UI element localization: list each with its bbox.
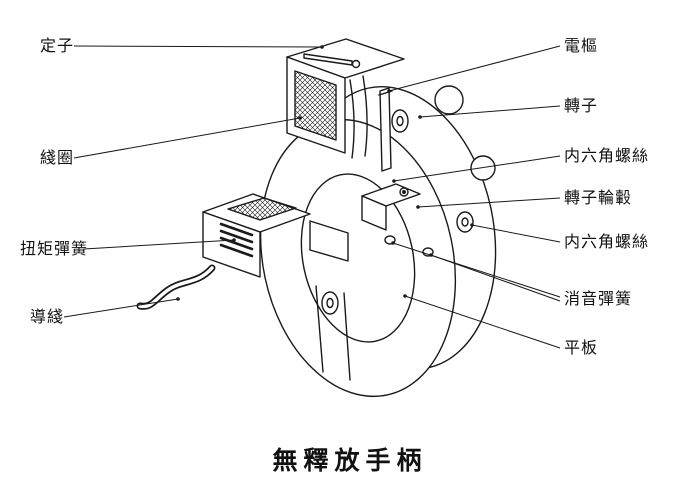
leader-damping-2 [430,254,561,302]
rim-notch-top [434,85,464,115]
spring-window [227,197,297,221]
inner-bore [300,173,416,343]
label-rotor: 轉子 [564,96,599,115]
label-hex-screw-lower: 内六角螺絲 [564,232,650,251]
leader-damping-1 [392,242,561,298]
bottom-hole-inner [326,297,334,309]
label-lead-wire: 導綫 [30,307,65,326]
rotor-edge [362,75,368,157]
diagram-title: 無釋放手柄 [272,446,428,475]
coil-window [294,70,337,141]
leader-hex-screw-upper [393,155,561,182]
label-damping-spring: 消音彈簧 [564,289,633,308]
leader-hex-screw-lower [471,224,561,243]
torque-spring-coils [219,222,254,258]
label-torque-spring: 扭矩彈簧 [20,239,89,258]
leader-armature [388,45,561,92]
label-coil: 綫圈 [40,148,75,167]
label-stator: 定子 [40,36,75,55]
shaft-screw [379,87,392,172]
label-rotor-hub: 轉子輪轂 [564,188,633,207]
label-flat-plate: 平板 [564,338,599,357]
label-hex-screw-upper: 内六角螺絲 [564,146,650,165]
shaft-hole-inner [396,115,404,127]
armature-edge [349,79,355,159]
leader-coil [73,117,301,159]
rotor-hub-front [361,195,387,231]
stator-screw [351,59,361,69]
leader-torque-spring [83,239,235,250]
lead-wire-core [138,266,214,309]
leader-rotor-hub [417,197,561,208]
label-armature: 電樞 [564,36,599,55]
leader-lines [63,45,561,349]
leader-end-dots [176,45,474,301]
slot-edge-left [315,285,324,373]
side-screw-hole-inner [461,217,469,227]
spring-channel [309,220,349,262]
leader-flat-plate [404,295,561,349]
brake-assembly-drawing [136,38,497,398]
hub-screw-center [402,189,407,194]
leader-stator [73,45,323,48]
leader-rotor [419,105,561,118]
leader-lead-wire [63,298,179,318]
slot-edge-right [343,292,351,381]
